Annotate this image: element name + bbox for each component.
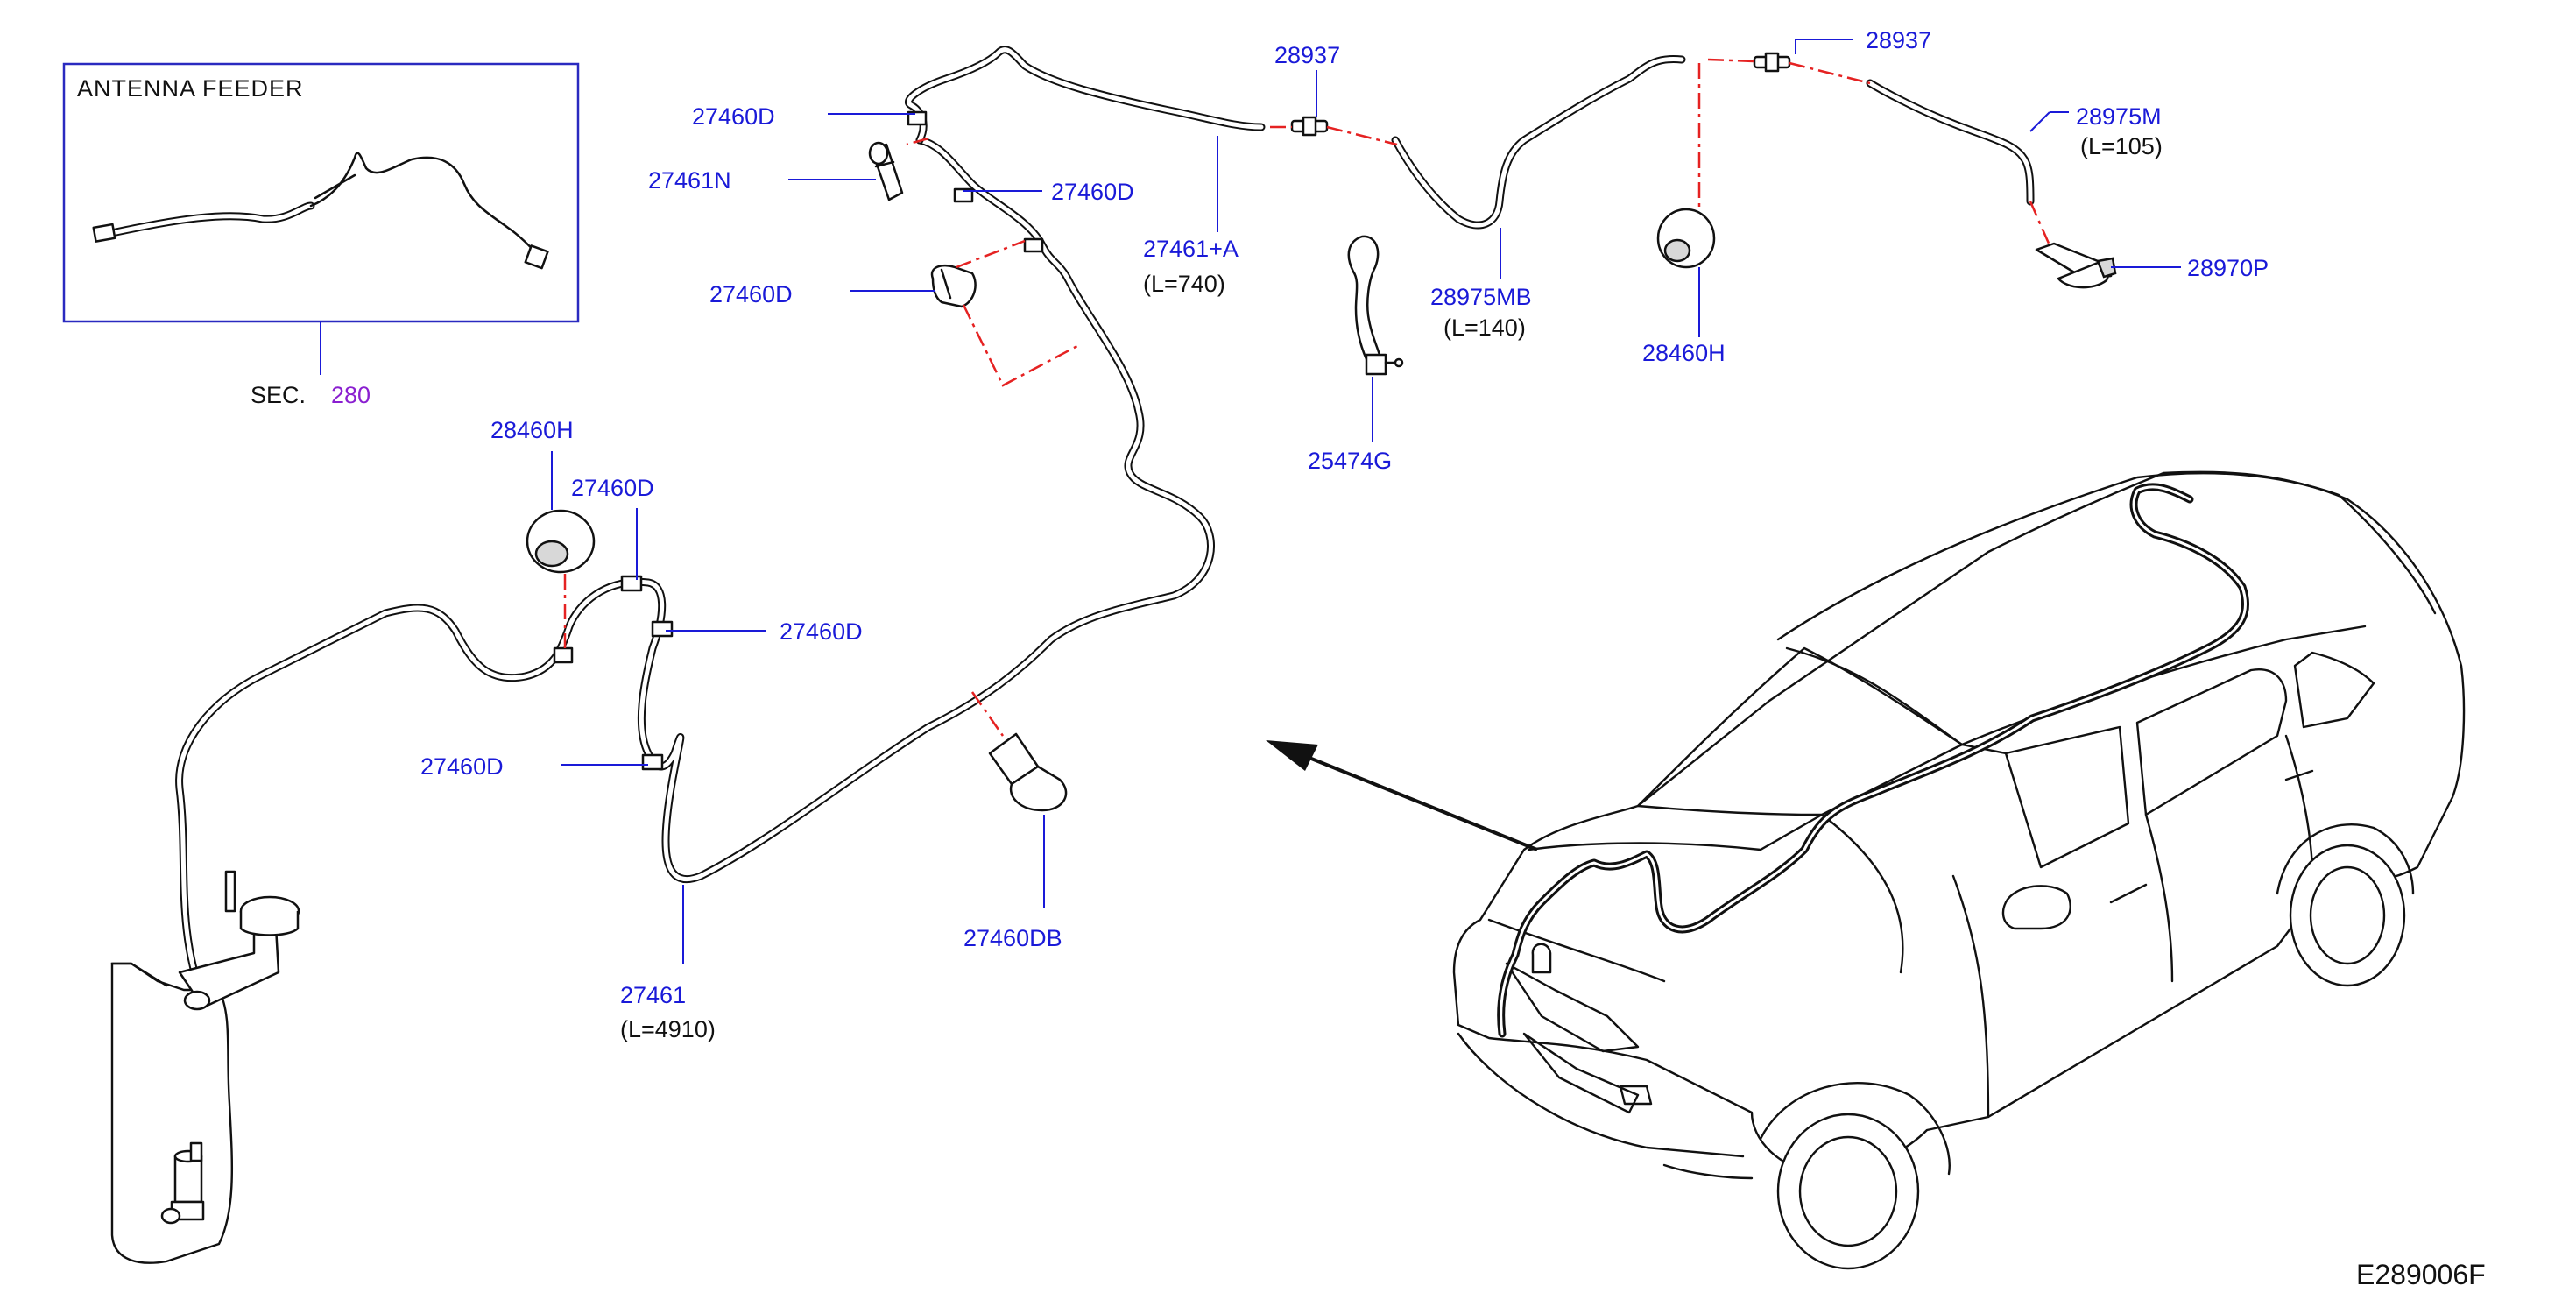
clip-lower-4 [553, 646, 574, 664]
clip-lower-2 [651, 620, 674, 638]
label-28460H-left: 28460H [490, 417, 574, 443]
label-27460D-left-upper: 27460D [571, 475, 654, 501]
clip-lower-3 [641, 753, 664, 771]
inset-title: ANTENNA FEEDER [77, 75, 304, 102]
length-27461A: (L=740) [1143, 271, 1225, 297]
clip-upper-3 [1023, 237, 1044, 253]
label-27461: 27461 [620, 982, 686, 1008]
grommet-28460H-right [1656, 208, 1716, 269]
hose-28975MB [1391, 54, 1686, 230]
length-27461: (L=4910) [620, 1016, 716, 1042]
sensor-25474G [1347, 235, 1404, 376]
section-label: SEC. [251, 382, 306, 408]
label-28975MB: 28975MB [1430, 284, 1532, 310]
label-27460D-left-middle: 27460D [780, 618, 863, 645]
label-28937-right: 28937 [1866, 27, 1931, 53]
clip-upper-1 [907, 110, 928, 126]
washer-hose-main [175, 46, 1266, 1003]
drawing-code: E289006F [2356, 1259, 2486, 1290]
section-number: 280 [331, 382, 371, 408]
joint-28937-right [1753, 52, 1791, 73]
length-28975MB: (L=140) [1443, 314, 1526, 341]
vehicle-illustration [1452, 470, 2466, 1270]
label-27460DB: 27460DB [963, 925, 1062, 951]
location-arrow [1266, 740, 1538, 851]
hose-clips [553, 110, 1044, 771]
leader-lines [551, 39, 2181, 964]
clip-upper-2 [953, 187, 974, 203]
clamp-27460D [930, 264, 977, 308]
label-27460D-left-lower: 27460D [420, 753, 504, 780]
antenna-feeder-cable [92, 152, 549, 270]
label-27460D-clamp: 27460D [709, 281, 793, 307]
label-28460H-right: 28460H [1642, 340, 1726, 366]
phantom-lines [563, 58, 2051, 737]
clip-lower-1 [620, 575, 643, 592]
label-27460D-right: 27460D [1051, 179, 1134, 205]
label-28970P: 28970P [2187, 255, 2269, 281]
label-25474G: 25474G [1308, 448, 1392, 474]
washer-tank [110, 870, 300, 1264]
label-27461N: 27461N [648, 167, 731, 194]
feeder-connector-left [92, 223, 116, 243]
check-valve-27461N [868, 141, 904, 201]
label-27461A: 27461+A [1143, 236, 1239, 262]
antenna-feeder-inset: ANTENNA FEEDER SEC. 280 [62, 62, 580, 408]
grommet-28460H-left [526, 509, 596, 574]
part-labels: 27460D 27461N 27460D 27461+A (L=740) 274… [420, 27, 2486, 1290]
label-27460D-top: 27460D [692, 103, 775, 130]
nozzle-28970P [2035, 242, 2117, 289]
inset-frame [62, 62, 580, 323]
hose-28975M [1866, 79, 2035, 206]
label-28975M: 28975M [2076, 103, 2162, 130]
feeder-connector-right [524, 244, 549, 270]
length-28975M: (L=105) [2080, 133, 2163, 159]
grommet-27460DB [988, 732, 1068, 812]
joint-28937-left [1290, 116, 1329, 137]
label-28937-left: 28937 [1274, 42, 1340, 68]
